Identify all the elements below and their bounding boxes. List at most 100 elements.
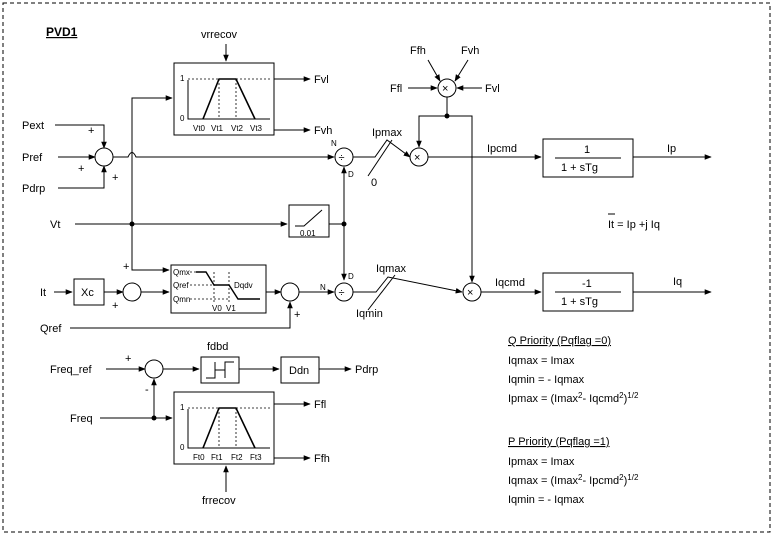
q-multiplier-symbol: × [467,287,473,299]
q-lag-numerator: -1 [582,278,592,290]
q-priority-line1: Iqmax = Imax [508,355,575,367]
p-divider-d-label: D [348,170,354,179]
frrecov-tick-ft0: Ft0 [193,453,205,462]
output-fvl-label: Fvl [314,74,329,86]
q-priority-line3-sq1: 2 [578,391,583,400]
frrecov-level-one: 1 [180,403,185,412]
voltage-recovery-block [173,62,275,136]
vrrecov-curve [202,78,256,120]
q-lag-denominator: 1 + sTg [561,296,598,308]
fvh-to-multiplier-wire [454,59,469,82]
droop-v0-label: V0 [212,304,222,313]
frrecov-tick-ft1: Ft1 [211,453,223,462]
frrecov-label: frrecov [202,495,236,507]
sign-plus-vt: + [123,261,129,273]
ipcmd-label: Ipcmd [487,143,517,155]
ip-limit-slash [367,139,393,177]
freq-summing-junction [144,359,164,379]
sign-plus-pref: + [78,163,84,175]
freq-recovery-block [173,391,275,465]
voltage-compensation-junction [122,282,142,302]
p-priority-line2: Iqmax = (Imax2- Ipcmd2)1/2 [508,473,639,487]
frrecov-tick-ft2: Ft2 [231,453,243,462]
q-priority-line2: Iqmin = - Iqmax [508,374,585,386]
vt-to-vrrecov-wire [131,95,173,224]
p-priority-line2-sq2: 2 [619,473,624,482]
output-ffl-label: Ffl [314,399,326,411]
q-priority-line3-mid: - Iqcmd [582,393,619,405]
frrecov-tick-ft3: Ft3 [250,453,262,462]
vrrecov-tick-vt0: Vt0 [193,124,206,133]
sign-minus-freq: - [145,384,149,396]
multiplier-input-ffh: Ffh [410,45,426,57]
output-ip-label: Ip [667,143,676,155]
power-summing-junction [94,147,114,167]
droop-curve [196,271,260,300]
pext-wire [55,124,107,149]
ipmax-label: Ipmax [372,127,402,139]
p-priority-line2-mid: - Ipcmd [582,475,619,487]
flag-multiplier-symbol: × [442,83,448,95]
input-pref-label: Pref [22,152,43,164]
frrecov-curve [202,407,256,449]
droop-qmx-label: Qmx [173,268,190,277]
ffh-to-multiplier-wire [427,59,441,82]
pdrp-wire [58,165,107,189]
p-divider-symbol: ÷ [339,152,345,164]
limiter-symbol [295,209,323,227]
input-vt-label: Vt [50,219,60,231]
vrrecov-level-one: 1 [180,74,185,83]
droop-qmn-label: Qmn [173,295,190,304]
q-divider-output-wire [353,276,463,294]
multiplier-input-ffl: Ffl [390,83,402,95]
iqcmd-label: Iqcmd [495,277,525,289]
q-divider-n-label: N [320,283,326,292]
q-priority-line3-main: Ipmax = (Imax [508,393,578,405]
output-pdrp-label: Pdrp [355,364,378,376]
q-priority-line3-half: 1/2 [627,391,639,400]
q-priority-line3-sq2: 2 [619,391,624,400]
input-qref-label: Qref [40,323,62,335]
vrrecov-tick-vt2: Vt2 [231,124,244,133]
droop-v1-label: V1 [226,304,236,313]
q-priority-line3-end: ) [624,393,628,405]
power-to-divider-wire [113,152,335,160]
iqmax-label: Iqmax [376,263,406,275]
sign-plus-freq-ref: + [125,353,131,365]
multiplier-to-q-wire [447,115,475,283]
input-pdrp-label: Pdrp [22,183,45,195]
p-multiplier-symbol: × [414,152,420,164]
vt-to-droop-wire [131,224,170,273]
input-freq-ref-label: Freq_ref [50,364,93,376]
input-pext-label: Pext [22,120,44,132]
sign-plus-qref: + [294,309,300,321]
p-priority-line2-half: 1/2 [627,473,639,482]
diagram-title: PVD1 [46,25,78,39]
droop-dotted-guides [190,271,230,303]
p-priority-heading: P Priority (Pqflag =1) [508,436,610,448]
q-priority-line3: Ipmax = (Imax2- Iqcmd2)1/2 [508,391,639,405]
sign-plus-pdrp: + [112,172,118,184]
sign-plus-xc: + [112,300,118,312]
frrecov-axis [187,409,270,449]
multiplier-input-fvh: Fvh [461,45,479,57]
droop-dqdv-label: Dqdv [234,281,253,290]
iq-limit-slash [367,274,396,311]
p-priority-line2-main: Iqmax = (Imax [508,475,578,487]
frrecov-level-zero: 0 [180,443,185,452]
vrrecov-tick-vt1: Vt1 [211,124,224,133]
ddn-label: Ddn [289,365,309,377]
output-iq-label: Iq [673,276,682,288]
deadband-symbol [206,361,234,379]
multiplier-to-p-wire [416,115,447,148]
sign-plus-pext: + [88,125,94,137]
limiter-value: 0.01 [300,229,316,238]
vrrecov-level-zero: 0 [180,114,185,123]
p-lag-denominator: 1 + sTg [561,162,598,174]
output-fvh-label: Fvh [314,125,332,137]
ip-lower-limit-label: 0 [371,177,377,189]
q-priority-heading: Q Priority (Pqflag =0) [508,335,611,347]
droop-qref-label: Qref [173,281,189,290]
